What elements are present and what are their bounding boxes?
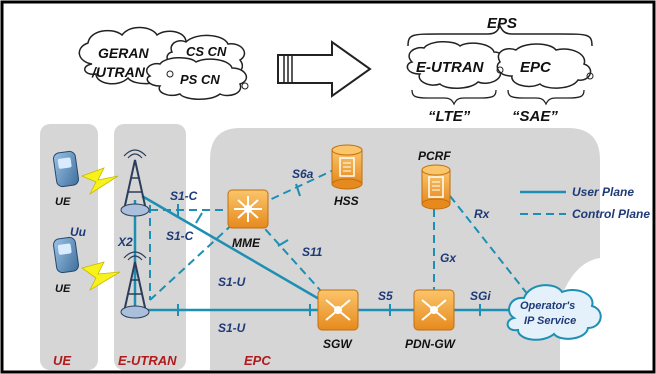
evolved-network-cloud: E-UTRAN EPC [406, 41, 594, 89]
legacy-network-cloud: GERAN /UTRAN CS CN PS CN [78, 26, 249, 100]
epc-zone-label: EPC [244, 353, 271, 368]
s1u-bottom-label: S1-U [218, 321, 246, 335]
geran-label-1: GERAN [98, 45, 149, 61]
enodeb-top-tower-icon [120, 149, 150, 217]
sgw-node: SGW [317, 289, 359, 351]
connector-dot [586, 72, 594, 80]
geran-label-2: /UTRAN [91, 64, 146, 80]
sae-quote: “SAE” [512, 108, 558, 125]
hss-database-icon: HSS [331, 144, 363, 208]
s1c-top-label: S1-C [170, 189, 198, 203]
ue-bottom-label: UE [55, 283, 71, 295]
s11-link [247, 209, 339, 311]
s1u-link-top [141, 194, 339, 312]
lte-brace [411, 89, 497, 106]
connector-dot [166, 70, 174, 78]
operator-label-2: IP Service [524, 315, 576, 327]
mme-node: MME [227, 189, 269, 250]
rx-label: Rx [474, 207, 491, 221]
s5-label: S5 [378, 289, 393, 303]
pcrf-database-icon: PCRF [418, 149, 451, 210]
ps-cn-label: PS CN [180, 72, 220, 87]
legend-user-plane-label: User Plane [572, 185, 634, 199]
eps-label: EPS [487, 15, 517, 32]
pdngw-label: PDN-GW [405, 337, 457, 351]
evolution-arrow-icon [277, 40, 372, 98]
mme-label: MME [232, 236, 261, 250]
eps-brace [407, 24, 593, 47]
hss-label: HSS [334, 194, 359, 208]
rx-link [449, 195, 541, 311]
epc-cloud-label: EPC [520, 59, 552, 76]
radio-link-bottom-icon [81, 261, 121, 292]
interface-ticks [177, 183, 481, 316]
x2-label: X2 [117, 235, 133, 249]
eutran-zone-label: E-UTRAN [118, 353, 177, 368]
legend-control-plane-label: Control Plane [572, 207, 650, 221]
radio-link-top-icon [80, 167, 119, 196]
connector-dot [241, 82, 249, 90]
sgi-label: SGi [470, 289, 491, 303]
uu-label: Uu [70, 225, 87, 239]
s6a-label: S6a [292, 167, 314, 181]
s11-label: S11 [302, 245, 323, 259]
s1c-bottom-label: S1-C [166, 229, 194, 243]
cs-cn-label: CS CN [186, 44, 227, 59]
operator-ip-service-cloud: Operator's IP Service [506, 284, 602, 341]
connector-dot [496, 66, 504, 74]
sae-brace [507, 89, 585, 106]
ue-top-device: UE [53, 150, 79, 208]
eutran-cloud-label: E-UTRAN [416, 59, 485, 76]
legend: User Plane Control Plane [520, 185, 650, 221]
ue-top-label: UE [55, 196, 71, 208]
lte-quote: “LTE” [428, 108, 471, 125]
s1u-mid-label: S1-U [218, 275, 246, 289]
enodeb-bottom-tower-icon [120, 251, 150, 319]
ue-zone-label: UE [53, 353, 71, 368]
sgw-label: SGW [323, 337, 353, 351]
pdngw-node: PDN-GW [405, 289, 457, 351]
ue-bottom-device: UE [53, 236, 79, 295]
gx-label: Gx [440, 251, 457, 265]
operator-label-1: Operator's [520, 300, 575, 312]
pcrf-label: PCRF [418, 149, 451, 163]
